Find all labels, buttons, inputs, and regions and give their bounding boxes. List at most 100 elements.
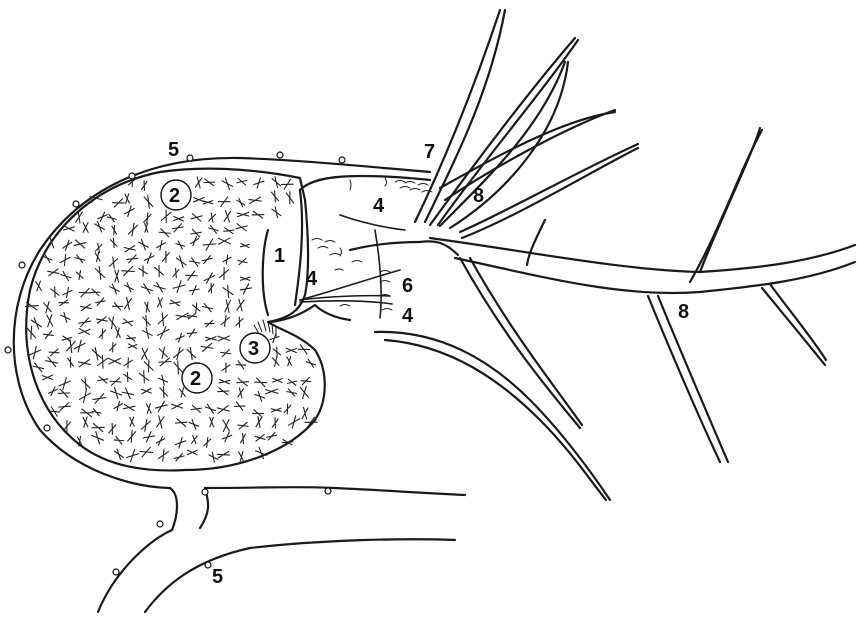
- spore-mark: [107, 214, 117, 222]
- spore-mark: [124, 297, 132, 310]
- spore-mark: [221, 315, 230, 327]
- spore-mark: [43, 301, 51, 313]
- spore-mark: [124, 282, 134, 292]
- spore-mark: [189, 419, 199, 429]
- spore-mark: [223, 419, 230, 432]
- spore-mark: [235, 317, 243, 328]
- spore-mark: [80, 304, 92, 311]
- spore-mark: [288, 415, 300, 428]
- spore-mark: [138, 239, 149, 250]
- spore-mark: [59, 300, 70, 306]
- spore-mark: [92, 423, 105, 432]
- spore-mark: [83, 416, 88, 427]
- spore-mark: [95, 243, 102, 253]
- spore-mark: [236, 198, 245, 207]
- spore-mark: [63, 226, 75, 232]
- spore-mark: [284, 403, 291, 414]
- spore-mark: [60, 254, 71, 266]
- spore-mark: [141, 388, 151, 394]
- spore-mark: [123, 372, 132, 382]
- spore-mark: [155, 401, 167, 412]
- spore-mark: [112, 302, 123, 310]
- spore-mark: [286, 191, 294, 204]
- spore-mark: [97, 355, 108, 369]
- spore-mark: [237, 299, 245, 312]
- spore-mark: [272, 418, 278, 429]
- antenna-side: [527, 220, 545, 265]
- spore-mark: [122, 319, 133, 326]
- spore-mark: [203, 239, 217, 251]
- spore-mark: [218, 336, 230, 341]
- spore-mark: [281, 179, 294, 190]
- spore-mark: [203, 179, 215, 186]
- spore-mark: [265, 389, 278, 394]
- spore-mark: [90, 289, 100, 296]
- spore-mark: [192, 303, 200, 314]
- spore-mark: [50, 286, 59, 297]
- spore-mark: [173, 268, 180, 278]
- spore-mark: [158, 358, 171, 367]
- spore-mark: [179, 387, 186, 397]
- bristle-3: [300, 301, 392, 304]
- chamber-fold: [263, 230, 268, 315]
- spore-mark: [45, 357, 58, 367]
- spore-mark: [159, 228, 171, 237]
- spore-mark: [174, 453, 185, 461]
- spore-mark: [202, 303, 213, 312]
- spore-mark: [116, 328, 121, 338]
- spore-mark: [201, 343, 214, 352]
- spore-mark: [217, 451, 230, 458]
- spore-mark: [109, 342, 116, 352]
- spore-mark: [144, 359, 154, 372]
- spore-mark: [191, 435, 197, 444]
- spore-mark: [217, 387, 229, 395]
- spore-mark: [286, 348, 297, 353]
- spore-mark: [176, 255, 186, 267]
- spore-mark: [96, 317, 107, 324]
- spore-mark: [208, 213, 215, 223]
- spore-mark: [223, 255, 232, 265]
- spore-mark: [306, 359, 316, 368]
- spore-mark: [176, 313, 190, 320]
- spore-mark: [109, 316, 117, 329]
- spore-mark: [187, 347, 196, 360]
- spore-mark: [141, 348, 148, 360]
- spore-mark: [208, 283, 214, 293]
- spore-mark: [48, 407, 60, 417]
- spore-mark: [300, 377, 311, 385]
- spore-mark: [225, 299, 231, 312]
- spore-mark: [223, 227, 234, 234]
- spore-mark: [254, 378, 267, 388]
- spore-mark: [272, 176, 281, 187]
- spore-mark: [222, 362, 231, 373]
- spore-mark: [187, 313, 197, 319]
- spore-mark: [108, 423, 116, 435]
- spore-mark: [124, 245, 136, 252]
- spore-mark: [109, 358, 121, 364]
- spore-mark: [209, 452, 219, 463]
- spore-mark: [236, 360, 247, 369]
- spore-mark: [300, 386, 309, 399]
- spore-mark: [78, 359, 91, 367]
- spore-mark: [189, 257, 200, 266]
- spore-mark: [255, 434, 266, 441]
- spore-mark: [266, 432, 277, 440]
- spore-mark: [47, 314, 53, 327]
- spore-mark: [114, 401, 123, 411]
- spore-mark: [94, 221, 104, 232]
- spore-mark: [236, 223, 248, 231]
- spore-mark: [238, 388, 244, 399]
- spore-mark: [123, 404, 136, 411]
- spore-mark: [161, 209, 171, 223]
- spore-mark: [145, 302, 150, 313]
- lower-stolon: [145, 539, 455, 612]
- spore-mark: [238, 422, 249, 429]
- label-3: 3: [248, 338, 259, 360]
- spore-mark: [112, 198, 125, 207]
- spore-mark: [191, 405, 202, 413]
- spore-mark: [121, 266, 134, 276]
- spore-mark: [27, 326, 36, 340]
- spore-mark: [237, 378, 249, 386]
- spore-mark: [109, 257, 118, 269]
- spore-mark: [110, 387, 122, 399]
